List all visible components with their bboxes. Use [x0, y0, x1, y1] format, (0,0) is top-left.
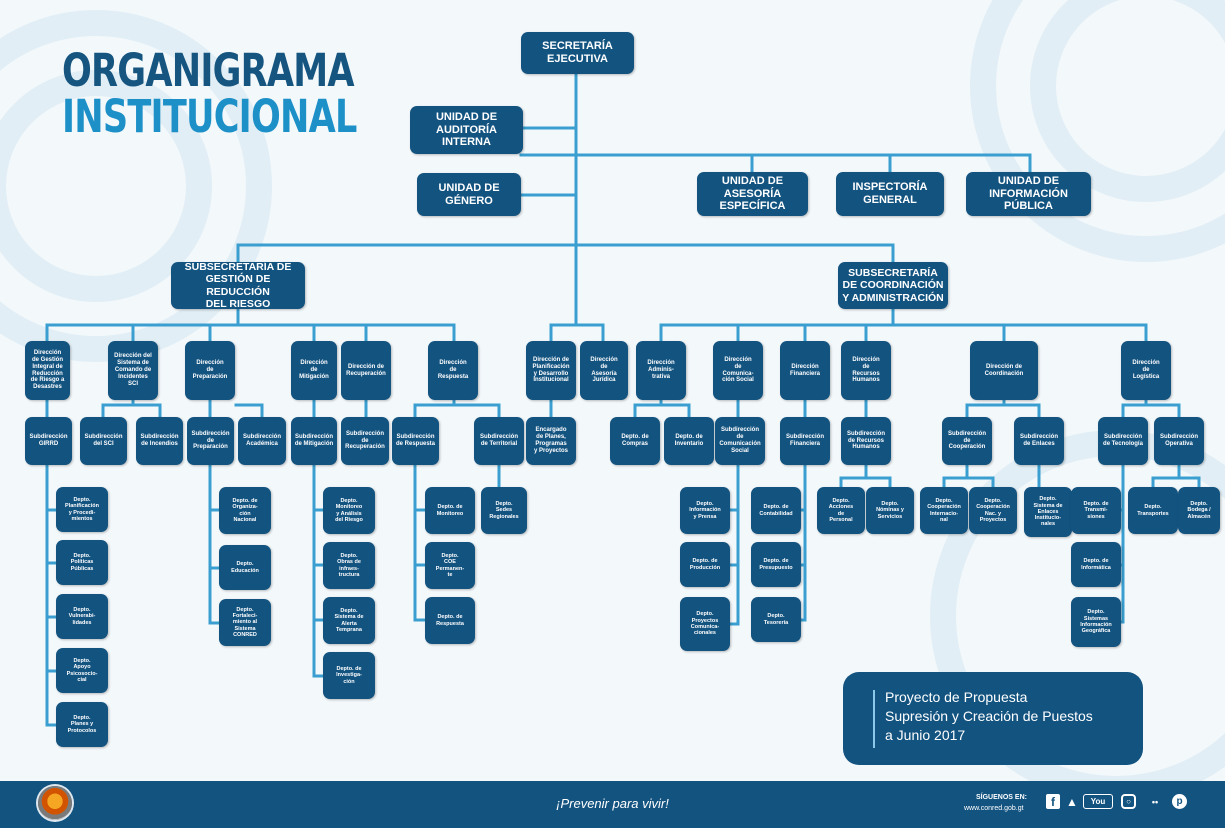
depto-fortalecimiento-box: Depto. Fortaleci- miento al Sistema CONR… [219, 599, 271, 646]
depto-monitoreo-riesgo-box: Depto. Monitoreo y Análisis del Riesgo [323, 487, 375, 534]
depto-educacion-box: Depto. Educación [219, 545, 271, 590]
subdireccion-cooperacion-box: Subdirección de Cooperación [942, 417, 992, 465]
subdireccion-preparacion-box: Subdirección de Preparación [187, 417, 234, 465]
depto-transmisiones-box: Depto. de Transmi- siones [1071, 487, 1121, 534]
page-title-line2: INSTITUCIONAL [62, 90, 357, 143]
conred-logo [38, 786, 72, 820]
direccion-gestion-integral-box: Dirección de Gestión Integral de Reducci… [25, 341, 70, 400]
depto-informatica-box: Depto. de Informática [1071, 542, 1121, 587]
depto-bodega-box: Depto. Bodega / Almacén [1178, 487, 1220, 534]
direccion-financiera-box: Dirección Financiera [780, 341, 830, 400]
direccion-sci-box: Dirección del Sistema de Comando de Inci… [108, 341, 158, 400]
follow-label: SÍGUENOS EN: [976, 794, 1027, 801]
direccion-administrativa-box: Dirección Adminis- trativa [636, 341, 686, 400]
depto-nominas-box: Depto. Nóminas y Servicios [866, 487, 914, 534]
depto-transportes-box: Depto. Transportes [1128, 487, 1178, 534]
inspectoria-general-box: INSPECTORÍA GENERAL [836, 172, 944, 216]
flickr-icon[interactable]: •• [1151, 796, 1159, 807]
subdireccion-mitigacion-box: Subdirección de Mitigación [291, 417, 337, 465]
subsecretaria-gestion-box: SUBSECRETARÍA DE GESTIÓN DE REDUCCIÓN DE… [171, 262, 305, 309]
secretaria-ejecutiva-box: SECRETARÍA EJECUTIVA [521, 32, 634, 74]
pinterest-icon[interactable]: p [1172, 794, 1187, 809]
depto-apoyo-psicosocial-box: Depto. Apoyo Psicosocio- cial [56, 648, 108, 693]
subdireccion-academica-box: Subdirección Académica [238, 417, 286, 465]
note-text: Proyecto de Propuesta Supresión y Creaci… [885, 689, 1093, 743]
youtube-icon[interactable]: You [1083, 794, 1113, 809]
subdireccion-rrhh-box: Subdirección de Recursos Humanos [841, 417, 891, 465]
subdireccion-girrd-box: Subdirección GIRRD [25, 417, 72, 465]
auditoria-interna-box: UNIDAD DE AUDITORÍA INTERNA [410, 106, 523, 154]
subdireccion-incendios-box: Subdirección de Incendios [136, 417, 183, 465]
encargado-planes-box: Encargado de Planes, Programas y Proyect… [526, 417, 576, 465]
depto-coe-box: Depto. COE Permanen- te [425, 542, 475, 589]
direccion-planificacion-box: Dirección de Planificación y Desarrollo … [526, 341, 576, 400]
depto-proyectos-comunicacionales-box: Depto. Proyectos Comunica- cionales [680, 597, 730, 651]
depto-prensa-box: Depto. Información y Prensa [680, 487, 730, 534]
direccion-coordinacion-box: Dirección de Coordinación [970, 341, 1038, 400]
note-accent-bar [873, 690, 875, 748]
depto-cooperacion-nacional-box: Depto. Cooperación Nac. y Proyectos [969, 487, 1017, 534]
depto-cooperacion-internacional-box: Depto. Cooperación Internacio- nal [920, 487, 968, 534]
depto-compras-box: Depto. de Compras [610, 417, 660, 465]
depto-alerta-temprana-box: Depto. Sistema de Alerta Temprana [323, 597, 375, 644]
depto-inventario-box: Depto. de Inventario [664, 417, 714, 465]
direccion-respuesta-box: Dirección de Respuesta [428, 341, 478, 400]
depto-enlaces-institucionales-box: Depto. Sistema de Enlaces Institucio- na… [1024, 487, 1072, 537]
subsecretaria-coordinacion-box: SUBSECRETARÍA DE COORDINACIÓN Y ADMINIST… [838, 262, 948, 309]
direccion-preparacion-box: Dirección de Preparación [185, 341, 235, 400]
depto-vulnerabilidades-box: Depto. Vulnerabi- lidades [56, 594, 108, 639]
depto-monitoreo-box: Depto. de Monitoreo [425, 487, 475, 534]
footer-bar [0, 781, 1225, 828]
direccion-juridica-box: Dirección de Asesoría Jurídica [580, 341, 628, 400]
depto-respuesta-box: Depto. de Respuesta [425, 597, 475, 644]
subdireccion-financiera-box: Subdirección Financiera [780, 417, 830, 465]
subdireccion-sci-box: Subdirección del SCI [80, 417, 127, 465]
direccion-recuperacion-box: Dirección de Recuperación [341, 341, 391, 400]
twitter-icon[interactable]: ▲ [1066, 794, 1078, 809]
subdireccion-comunicacion-box: Subdirección de Comunicación Social [715, 417, 765, 465]
depto-organizacion-box: Depto. de Organiza- ción Nacional [219, 487, 271, 534]
page-title-line1: ORGANIGRAMA [62, 44, 355, 97]
facebook-icon[interactable]: f [1046, 794, 1060, 809]
subdireccion-respuesta-box: Subdirección de Respuesta [392, 417, 439, 465]
subdireccion-territorial-box: Subdirección de Territorial [474, 417, 524, 465]
direccion-rrhh-box: Dirección de Recursos Humanos [841, 341, 891, 400]
genero-box: UNIDAD DE GÉNERO [417, 173, 521, 216]
direccion-mitigacion-box: Dirección de Mitigación [291, 341, 337, 400]
depto-investigacion-box: Depto. de Investiga- ción [323, 652, 375, 699]
proyecto-note: Proyecto de Propuesta Supresión y Creaci… [843, 672, 1143, 765]
subdireccion-enlaces-box: Subdirección de Enlaces [1014, 417, 1064, 465]
asesoria-especifica-box: UNIDAD DE ASESORÍA ESPECÍFICA [697, 172, 808, 216]
instagram-icon[interactable]: ○ [1121, 794, 1136, 809]
depto-obras-box: Depto. Obras de infraes- tructura [323, 542, 375, 589]
direccion-logistica-box: Dirección de Logística [1121, 341, 1171, 400]
depto-politicas-box: Depto. Políticas Públicas [56, 540, 108, 585]
depto-tesoreria-box: Depto. Tesorería [751, 597, 801, 642]
subdireccion-tecnologia-box: Subdirección de Tecnología [1098, 417, 1148, 465]
website-link[interactable]: www.conred.gob.gt [964, 805, 1024, 812]
depto-produccion-box: Depto. de Producción [680, 542, 730, 587]
depto-planificacion-box: Depto. Planificación y Procedi- mientos [56, 487, 108, 532]
depto-presupuesto-box: Depto. de Presupuesto [751, 542, 801, 587]
footer-slogan: ¡Prevenir para vivir! [556, 796, 669, 811]
depto-acciones-personal-box: Depto. Acciones de Personal [817, 487, 865, 534]
depto-sig-box: Depto. Sistemas Información Geográfica [1071, 597, 1121, 647]
direccion-comunicacion-box: Dirección de Comunica- ción Social [713, 341, 763, 400]
informacion-publica-box: UNIDAD DE INFORMACIÓN PÚBLICA [966, 172, 1091, 216]
depto-sedes-box: Depto. Sedes Regionales [481, 487, 527, 534]
depto-contabilidad-box: Depto. de Contabilidad [751, 487, 801, 534]
subdireccion-recuperacion-box: Subdirección de Recuperación [341, 417, 389, 465]
depto-planes-protocolos-box: Depto. Planes y Protocolos [56, 702, 108, 747]
subdireccion-operativa-box: Subdirección Operativa [1154, 417, 1204, 465]
